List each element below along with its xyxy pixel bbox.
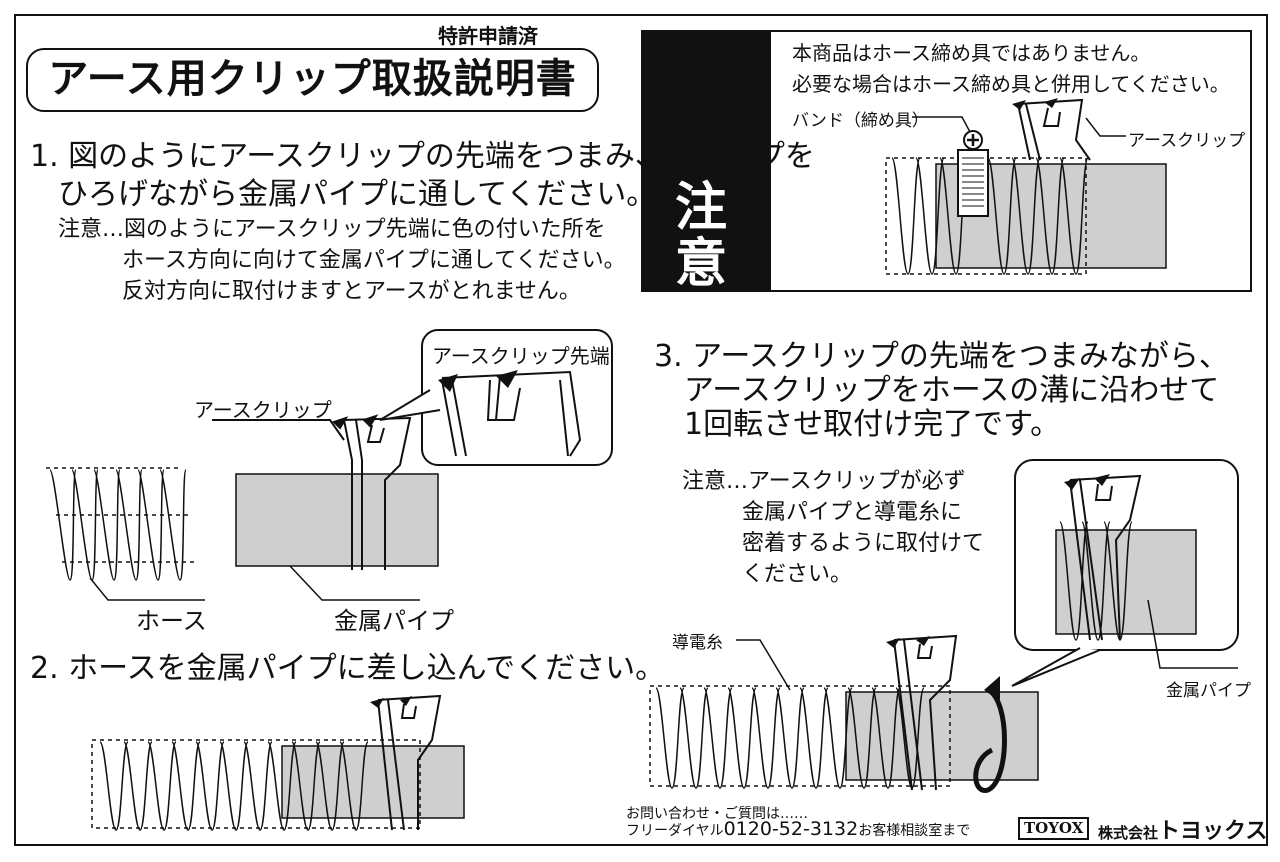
hose-illustration-step1 — [46, 467, 205, 601]
caution-kanji-2: 意 — [675, 233, 728, 294]
step3-note3: 密着するように取付けて — [742, 531, 985, 556]
caution-line2: 必要な場合はホース締め具と併用してください。 — [792, 72, 1230, 96]
band-label: バンド（締め具） — [792, 111, 929, 131]
caution-kanji: 注 意 — [675, 180, 727, 292]
metal-pipe-label-step1: 金属パイプ — [334, 607, 454, 635]
step3-line2: アースクリップをホースの溝に沿わせて — [684, 373, 1220, 408]
company-name-text: トヨックス — [1158, 819, 1268, 844]
company-prefix: 株式会社 — [1098, 824, 1159, 842]
step3-note1: 注意…アースクリップが必ず — [682, 469, 966, 494]
conductive-thread-label: 導電糸 — [672, 633, 723, 653]
hose-on-pipe-step2 — [91, 694, 465, 831]
desk-label: お客様相談室まで — [858, 823, 971, 839]
caution-line1: 本商品はホース締め具ではありません。 — [792, 41, 1151, 65]
caution-illustration — [885, 98, 1167, 275]
freedial-label: フリーダイヤル — [626, 823, 724, 839]
step1-note2: ホース方向に向けて金属パイプに通してください。 — [122, 248, 626, 273]
phone-number: 0120-52-3132 — [723, 818, 859, 840]
step3-note4: ください。 — [742, 562, 853, 587]
step1-note1: 注意…図のようにアースクリップ先端に色の付いた所を — [58, 217, 606, 242]
earth-clip-label-caution: アースクリップ — [1128, 131, 1246, 151]
company-name: 株式会社トヨックス — [1098, 813, 1267, 845]
page-title: アース用クリップ取扱説明書 — [26, 48, 599, 112]
clip-tip-label: アースクリップ先端 — [432, 344, 610, 368]
step3-note2: 金属パイプと導電糸に — [742, 500, 963, 525]
patent-pending-label: 特許申請済 — [438, 24, 538, 48]
metal-pipe-step1 — [235, 473, 439, 567]
step2-line1: 2. ホースを金属パイプに差し込んでください。 — [30, 651, 666, 686]
hose-with-clip-step3 — [649, 634, 1039, 793]
step1-note3: 反対方向に取付けますとアースがとれません。 — [122, 279, 581, 304]
earth-clip-label-step1: アースクリップ — [194, 398, 332, 422]
caution-text: 本商品はホース締め具ではありません。 必要な場合はホース締め具と併用してください… — [792, 38, 1230, 100]
metal-pipe-label-step3: 金属パイプ — [1166, 681, 1251, 701]
step3-line3: 1回転させ取付け完了です。 — [684, 407, 1061, 442]
step3-line1: 3. アースクリップの先端をつまみながら、 — [654, 339, 1229, 374]
freedial-line: フリーダイヤル0120-52-3132お客様相談室まで — [626, 818, 970, 840]
caution-panel: 注 意 — [641, 30, 1252, 292]
step3-detail-callout — [1011, 459, 1239, 687]
caution-header — [643, 32, 771, 290]
brand-logo: TOYOX — [1018, 817, 1090, 840]
clip-tip-callout — [379, 329, 613, 466]
hose-label: ホース — [136, 607, 207, 635]
instruction-sheet-border — [14, 14, 1268, 846]
caution-kanji-1: 注 — [675, 177, 728, 238]
step1-line2: ひろげながら金属パイプに通してください。 — [58, 177, 657, 212]
inquiry-text: お問い合わせ・ご質問は…… — [626, 806, 808, 822]
